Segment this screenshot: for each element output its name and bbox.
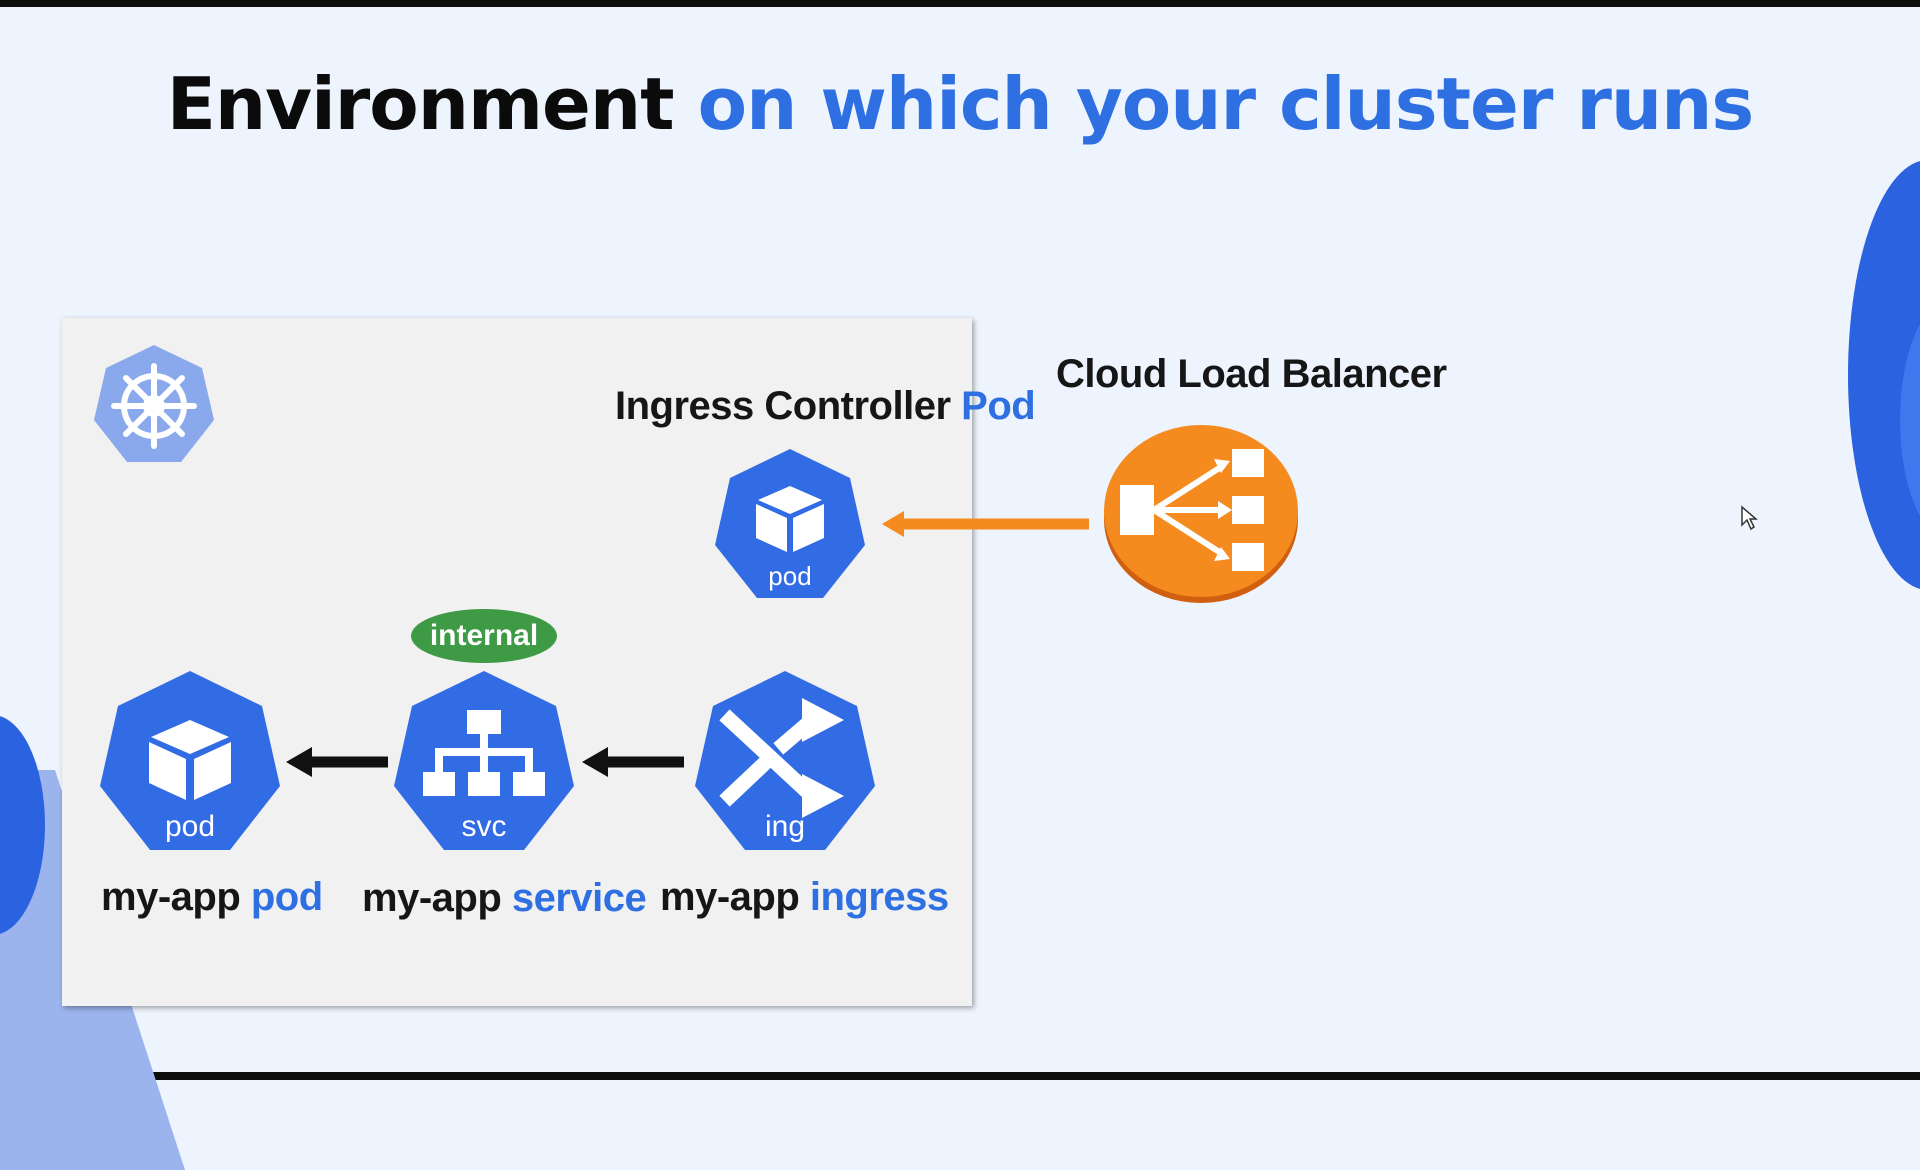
ingress-controller-icon-label: pod [768,561,811,591]
my-app-service-prefix: my-app [362,876,502,920]
my-app-service-highlight: service [511,876,647,920]
internal-badge: internal [411,609,557,663]
cursor-icon [1741,505,1758,531]
ing-icon-label: ing [765,810,805,843]
title-part-1: Environment [166,62,675,146]
svc-icon-label: svc [462,810,507,843]
title-part-2: on which your cluster runs [697,62,1755,146]
svc-to-pod-arrow [286,747,388,777]
my-app-pod-icon: pod [100,671,280,850]
my-app-pod-label: my-app pod [101,875,323,920]
lb-to-ingress-arrow [882,511,1089,537]
top-border [0,0,1920,7]
my-app-ingress-icon: ing [695,671,875,850]
bottom-border [0,1072,1920,1080]
my-app-service-label: my-app service [362,876,647,921]
slide-title: Environment on which your cluster runs [0,62,1920,146]
my-app-ingress-prefix: my-app [660,875,800,919]
shuffle-icon [719,698,844,818]
my-app-service-icon: svc [394,671,574,850]
my-app-pod-highlight: pod [250,875,323,919]
my-app-ingress-highlight: ingress [809,875,949,919]
ing-to-svc-arrow [582,747,684,777]
cloud-load-balancer-label: Cloud Load Balancer [1056,352,1447,397]
ingress-controller-label: Ingress Controller Pod [615,384,1036,429]
kubernetes-helm-icon [94,345,214,462]
hierarchy-icon [423,710,545,796]
cloud-load-balancer-text: Cloud Load Balancer [1056,352,1447,396]
cube-icon [149,720,231,800]
my-app-pod-prefix: my-app [101,875,241,919]
ingress-controller-text: Ingress Controller [615,384,951,428]
ingress-controller-pod-icon: pod [715,449,865,598]
my-app-ingress-label: my-app ingress [660,875,949,920]
ingress-controller-highlight: Pod [961,384,1036,428]
cluster-panel [62,318,972,1006]
load-balancer-icon [1104,425,1298,603]
cube-icon [756,486,824,552]
pod-icon-label: pod [165,810,215,843]
